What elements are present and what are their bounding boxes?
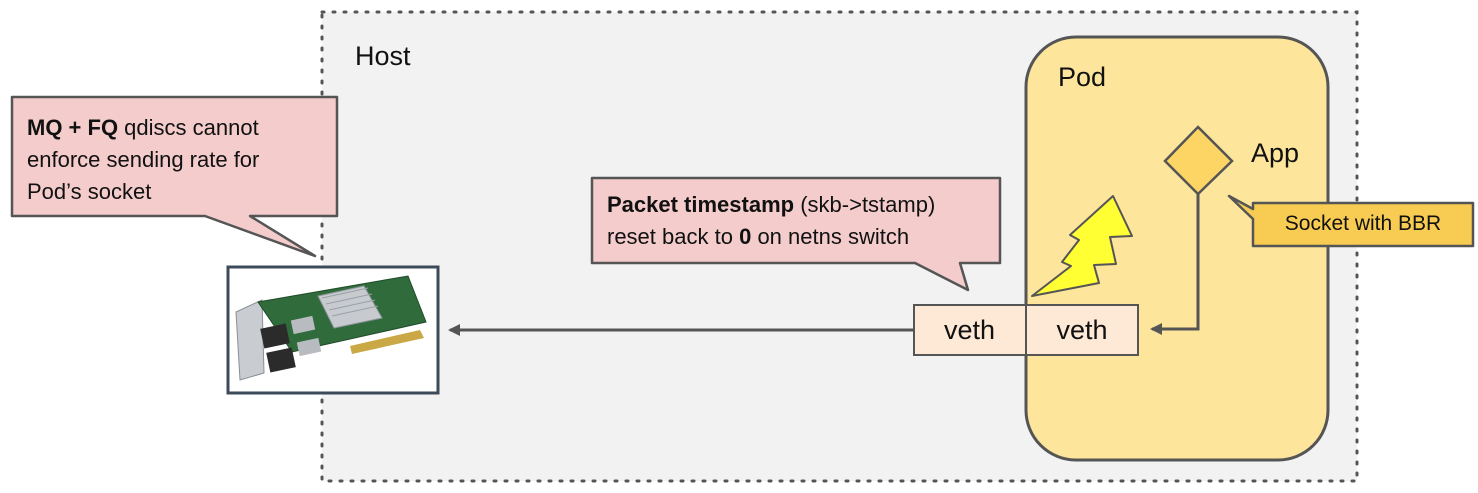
veth-host-label: veth [943,315,996,345]
timestamp-callout: Packet timestamp (skb->tstamp) reset bac… [607,189,997,253]
timestamp-callout-shape [590,176,1002,292]
nic-callout-line1: MQ + FQ qdiscs cannot [27,112,327,144]
nic-callout-bold: MQ + FQ [27,115,119,140]
network-card-icon [226,265,440,395]
socket-callout-shape [1227,194,1475,248]
nic-callout-line2: enforce sending rate for [27,147,260,172]
timestamp-callout-line1: Packet timestamp (skb->tstamp) [607,189,997,221]
nic-callout-shape [10,95,339,258]
veth-pod-label: veth [1056,315,1108,345]
timestamp-callout-bold: Packet timestamp [607,192,795,217]
pod-label: Pod [1058,62,1107,92]
timestamp-callout-line2: reset back to 0 on netns switch [607,221,997,253]
veth-pod-box [1025,304,1139,356]
app-label: App [1251,138,1300,168]
lightning-bolt-icon [1031,195,1133,297]
nic-callout: MQ + FQ qdiscs cannot enforce sending ra… [27,112,327,208]
socket-label: Socket with BBR [1284,212,1442,235]
timestamp-callout-zero: 0 [739,224,752,249]
nic-callout-line3: Pod’s socket [27,179,152,204]
veth-host-box [913,304,1027,356]
nic-callout-rest: qdiscs cannot [118,115,259,140]
app-to-veth-arrow [1150,194,1200,335]
host-label: Host [355,41,411,71]
timestamp-callout-rest: (skb->tstamp) [794,192,936,217]
timestamp-callout-pre: reset back to [607,224,740,249]
timestamp-callout-post: on netns switch [751,224,910,249]
